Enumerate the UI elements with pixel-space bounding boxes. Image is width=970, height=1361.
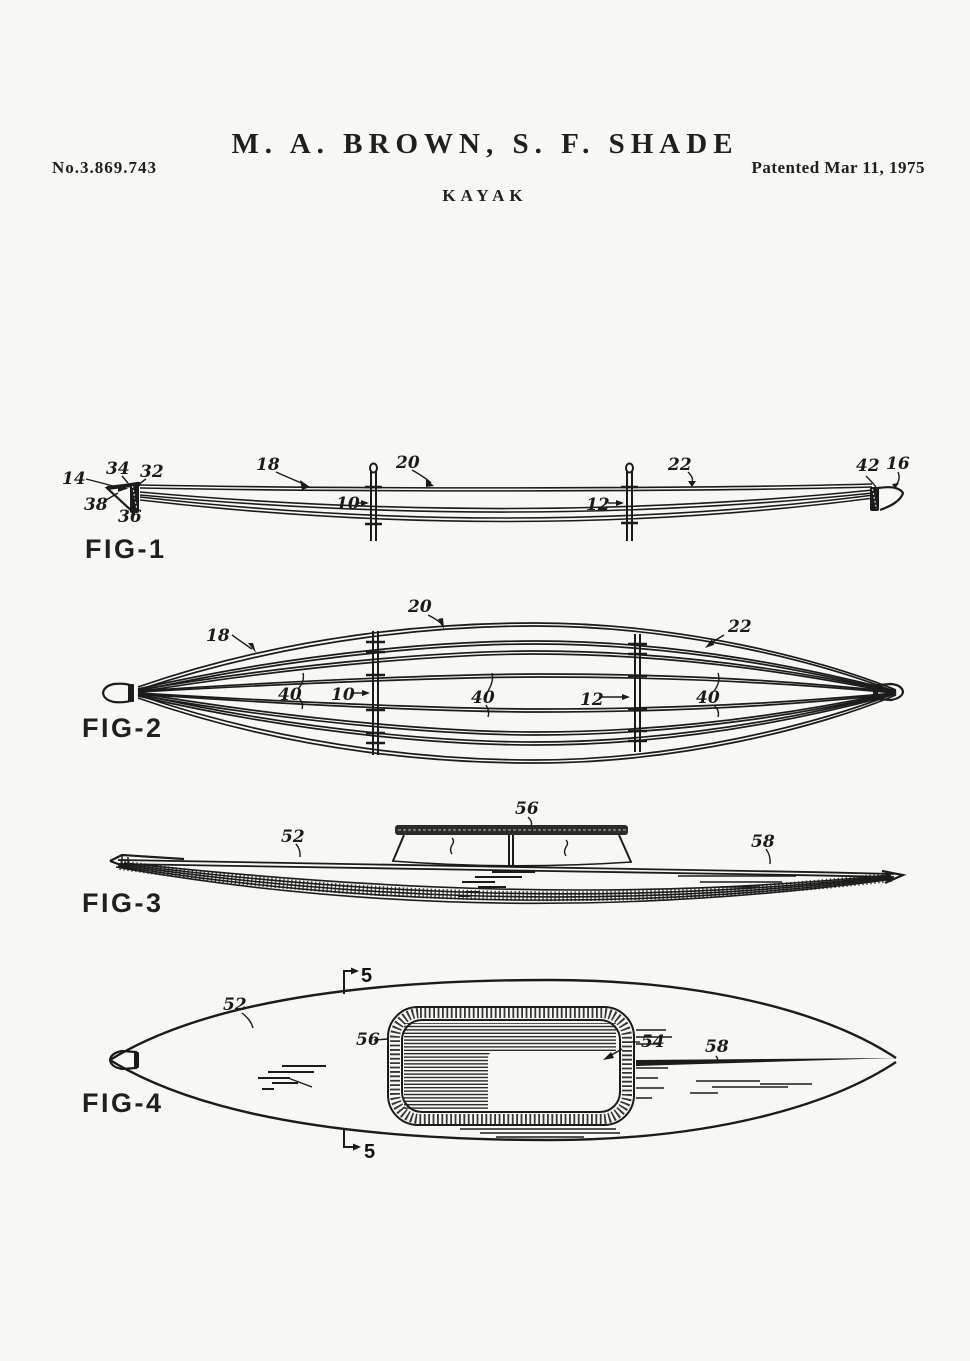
ref-numeral: 12 xyxy=(580,690,604,710)
ref-numeral: 54 xyxy=(641,1032,665,1052)
ref-numeral: 52 xyxy=(223,995,247,1015)
ref-numeral: 58 xyxy=(705,1037,729,1057)
fig2-drawing: 18 20 22 40 10 40 12 40 FIG-2 xyxy=(82,597,905,764)
ref-numeral: 56 xyxy=(356,1030,380,1050)
ref-numeral: 22 xyxy=(727,617,752,637)
ref-numeral: 22 xyxy=(667,455,692,475)
fig3-cockpit-coaming xyxy=(391,825,633,867)
ref-numeral: 40 xyxy=(278,685,302,705)
ref-numeral: 38 xyxy=(84,495,108,515)
figure-4-panel: 5 5 52 56 54 58 FIG-4 xyxy=(60,950,940,1165)
ref-numeral: 10 xyxy=(336,494,360,514)
patent-date: Patented Mar 11, 1975 xyxy=(751,158,925,177)
ref-numeral: 34 xyxy=(106,459,130,479)
patent-title: KAYAK xyxy=(442,186,528,205)
fig3-stern xyxy=(881,869,907,885)
fig4-bow-cap xyxy=(108,1049,139,1071)
fig1-arrowheads xyxy=(118,479,899,506)
fig4-section-markers xyxy=(343,970,354,1148)
figure-1-panel: 14 34 32 38 36 18 20 10 12 22 42 16 FIG-… xyxy=(60,440,940,570)
fig4-stern-seam-line xyxy=(636,1058,896,1066)
fig2-leader-lines xyxy=(231,614,725,718)
section-line-number: 5 xyxy=(361,965,372,987)
fig2-bow-cap xyxy=(101,682,134,704)
ref-numeral: 18 xyxy=(206,626,230,646)
figure-label: FIG-4 xyxy=(82,1088,164,1118)
ref-numeral: 56 xyxy=(515,799,539,819)
fig3-drawing: 52 56 58 FIG-3 xyxy=(82,799,907,918)
fig4-cockpit-hatching xyxy=(404,1023,616,1110)
fig4-section-arrowheads xyxy=(351,967,361,1151)
fig4-cockpit xyxy=(387,1006,635,1126)
ref-numeral: 16 xyxy=(886,454,910,474)
fig4-leader-lines xyxy=(241,1012,719,1064)
ref-numeral: 14 xyxy=(62,469,86,489)
section-line-number: 5 xyxy=(364,1141,375,1163)
ref-numeral: 36 xyxy=(118,507,142,527)
ref-numeral: 32 xyxy=(140,462,164,482)
ref-numeral: 12 xyxy=(586,495,610,515)
figure-2-panel: 18 20 22 40 10 40 12 40 FIG-2 xyxy=(60,585,940,770)
fig4-arrowhead-54 xyxy=(603,1052,614,1060)
fig3-hull-bottom xyxy=(115,860,895,905)
fig2-stringers xyxy=(137,622,897,764)
fig1-drawing: 14 34 32 38 36 18 20 10 12 22 42 16 FIG-… xyxy=(62,453,910,564)
ref-numeral: 52 xyxy=(281,827,305,847)
patent-number: No.3.869.743 xyxy=(52,158,158,177)
figure-3-panel: 52 56 58 FIG-3 xyxy=(60,780,940,930)
fig3-leader-lines xyxy=(295,816,771,865)
inventor-names: M. A. BROWN, S. F. SHADE xyxy=(231,128,739,160)
ref-numeral: 40 xyxy=(696,688,720,708)
figure-label: FIG-2 xyxy=(82,713,164,743)
ref-numeral: 40 xyxy=(471,688,495,708)
fig1-stern-assembly xyxy=(870,486,905,512)
figure-label: FIG-3 xyxy=(82,888,164,918)
fig3-shading-smudges xyxy=(458,871,796,897)
ref-numeral: 20 xyxy=(395,453,420,473)
fig1-stringers xyxy=(139,483,875,523)
fig4-drawing: 5 5 52 56 54 58 FIG-4 xyxy=(82,965,897,1163)
fig2-stern-cap xyxy=(873,682,905,702)
fig2-frames xyxy=(366,631,647,755)
fig4-shading-smudges xyxy=(258,1065,812,1094)
ref-numeral: 58 xyxy=(751,832,775,852)
ref-numeral: 42 xyxy=(856,456,880,476)
fig2-arrowheads xyxy=(248,618,714,700)
ref-numeral: 10 xyxy=(331,685,355,705)
ref-numeral: 20 xyxy=(407,597,432,617)
figure-label: FIG-1 xyxy=(85,534,167,564)
fig4-hull-outline xyxy=(109,978,897,1142)
fig1-frames xyxy=(365,462,638,541)
ref-numeral: 18 xyxy=(256,455,280,475)
fig4-hatch-streaks xyxy=(460,1029,672,1138)
